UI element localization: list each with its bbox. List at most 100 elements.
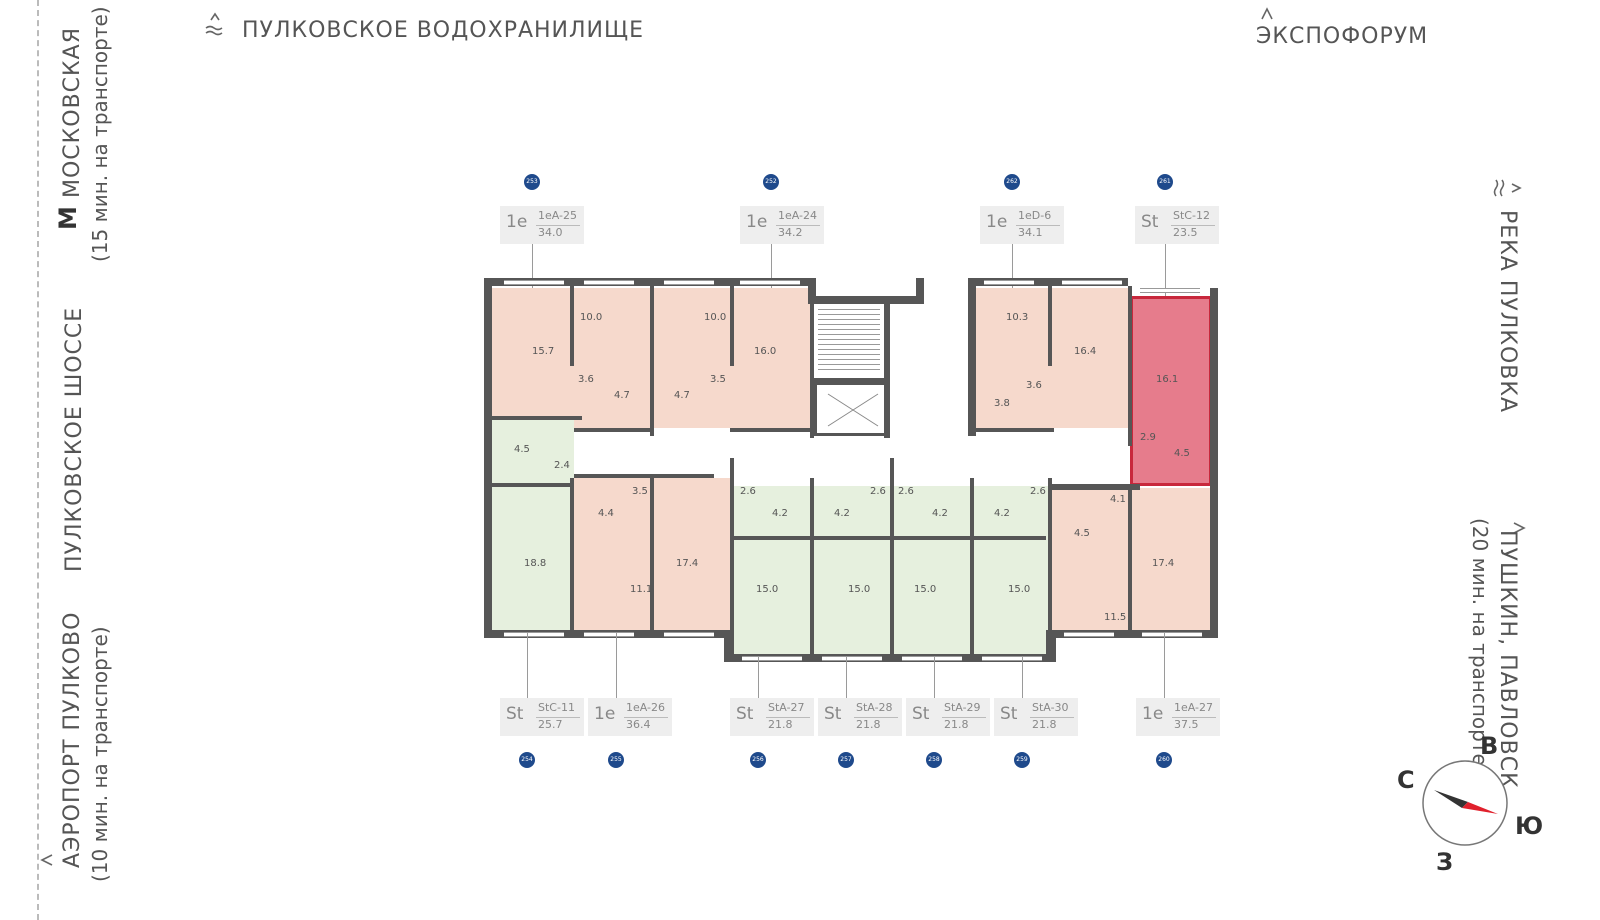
unit-tag[interactable]: 1e 1eA-26 36.4 — [588, 698, 672, 736]
wall — [484, 278, 492, 638]
unit-area: 34.2 — [778, 226, 803, 239]
room[interactable] — [574, 478, 734, 632]
unit-type: St — [912, 704, 930, 724]
unit-tag[interactable]: St StC-12 23.5 — [1135, 206, 1219, 244]
unit-number-badge[interactable]: 256 — [750, 752, 766, 768]
unit-number-badge[interactable]: 257 — [838, 752, 854, 768]
wall — [570, 478, 574, 632]
wall — [650, 286, 654, 436]
tag-divider — [766, 717, 810, 718]
unit-number-badge[interactable]: 262 — [1004, 174, 1020, 190]
unit-tag[interactable]: 1e 1eA-25 34.0 — [500, 206, 584, 244]
room-area: 4.5 — [1074, 528, 1090, 539]
metro-letter: M — [53, 206, 82, 230]
room-area: 4.2 — [772, 508, 788, 519]
wall — [1048, 484, 1140, 490]
leader-line — [771, 242, 772, 297]
wall — [884, 302, 890, 438]
room[interactable] — [492, 420, 574, 632]
room-area: 15.7 — [532, 346, 555, 357]
tag-divider — [1030, 717, 1074, 718]
unit-tag[interactable]: St StA-30 21.8 — [994, 698, 1078, 736]
landmark-expoforum: ЭКСПОФОРУМ — [1256, 24, 1429, 49]
wall — [574, 428, 652, 432]
wall — [724, 630, 734, 662]
leader-line — [1164, 632, 1165, 700]
wall — [570, 286, 574, 366]
room-area: 10.3 — [1006, 312, 1029, 323]
wall — [650, 478, 654, 632]
arrow-down-icon — [40, 852, 54, 866]
landmark-reka-pulkovka: РЕКА ПУЛКОВКА — [1495, 210, 1520, 414]
unit-type: 1e — [506, 212, 528, 232]
landmark-airport-sub: (10 мин. на транспорте) — [88, 626, 112, 882]
wall — [1048, 286, 1052, 366]
unit-number-badge[interactable]: 255 — [608, 752, 624, 768]
unit-code: 1eA-25 — [538, 209, 578, 222]
wall — [968, 278, 976, 436]
room-area: 2.9 — [1140, 432, 1156, 443]
room-area: 3.5 — [632, 486, 648, 497]
unit-number-badge[interactable]: 261 — [1157, 174, 1173, 190]
room-area: 16.4 — [1074, 346, 1097, 357]
reservoir-icon — [203, 10, 227, 40]
room-area: 4.2 — [834, 508, 850, 519]
room-area: 11.5 — [1104, 612, 1127, 623]
wall — [1052, 630, 1218, 638]
unit-number-badge[interactable]: 259 — [1014, 752, 1030, 768]
unit-area: 21.8 — [856, 718, 881, 731]
unit-tag[interactable]: St StA-28 21.8 — [818, 698, 902, 736]
window — [1062, 280, 1122, 285]
window — [984, 280, 1034, 285]
unit-code: StA-30 — [1032, 701, 1069, 714]
window — [664, 632, 714, 637]
room-area: 3.5 — [710, 374, 726, 385]
leader-line — [934, 656, 935, 700]
unit-code: StA-29 — [944, 701, 981, 714]
wall — [574, 474, 714, 478]
floor-plan: 15.7 10.0 10.0 16.0 3.6 4.7 4.7 3.5 10.3… — [484, 278, 1218, 662]
room-area: 3.8 — [994, 398, 1010, 409]
wall — [1210, 288, 1218, 638]
wall — [808, 278, 816, 302]
unit-tag[interactable]: St StC-11 25.7 — [500, 698, 584, 736]
window — [1142, 632, 1202, 637]
wall — [968, 278, 1128, 286]
window — [982, 656, 1042, 661]
unit-number-badge[interactable]: 254 — [519, 752, 535, 768]
unit-code: StC-11 — [538, 701, 575, 714]
arrow-icon — [1260, 6, 1274, 20]
leader-line — [846, 656, 847, 700]
unit-tag[interactable]: St StA-27 21.8 — [730, 698, 814, 736]
unit-tag[interactable]: 1e 1eA-27 37.5 — [1136, 698, 1220, 736]
leader-line — [527, 632, 528, 700]
unit-tag[interactable]: 1e 1eD-6 34.1 — [980, 206, 1064, 244]
window — [902, 656, 962, 661]
unit-type: St — [824, 704, 842, 724]
wall — [810, 378, 890, 382]
wall — [1048, 478, 1052, 654]
unit-number-badge[interactable]: 252 — [763, 174, 779, 190]
unit-tag[interactable]: 1e 1eA-24 34.2 — [740, 206, 824, 244]
unit-type: St — [1141, 212, 1159, 232]
tag-divider — [1171, 225, 1215, 226]
window — [664, 280, 714, 285]
room-area: 3.6 — [578, 374, 594, 385]
room-area: 4.7 — [614, 390, 630, 401]
room-area: 4.1 — [1110, 494, 1126, 505]
room-area: 2.6 — [1030, 486, 1046, 497]
highlighted-unit[interactable] — [1130, 296, 1212, 486]
tag-divider — [536, 717, 580, 718]
wall — [968, 428, 1054, 432]
room-area: 2.4 — [554, 460, 570, 471]
window — [742, 656, 802, 661]
unit-number-badge[interactable]: 258 — [926, 752, 942, 768]
unit-type: 1e — [746, 212, 768, 232]
unit-tag[interactable]: St StA-29 21.8 — [906, 698, 990, 736]
unit-area: 23.5 — [1173, 226, 1198, 239]
unit-number-badge[interactable]: 260 — [1156, 752, 1172, 768]
compass-s: Ю — [1515, 812, 1544, 840]
room-area: 17.4 — [1152, 558, 1175, 569]
unit-number-badge[interactable]: 253 — [524, 174, 540, 190]
room-area: 10.0 — [704, 312, 727, 323]
